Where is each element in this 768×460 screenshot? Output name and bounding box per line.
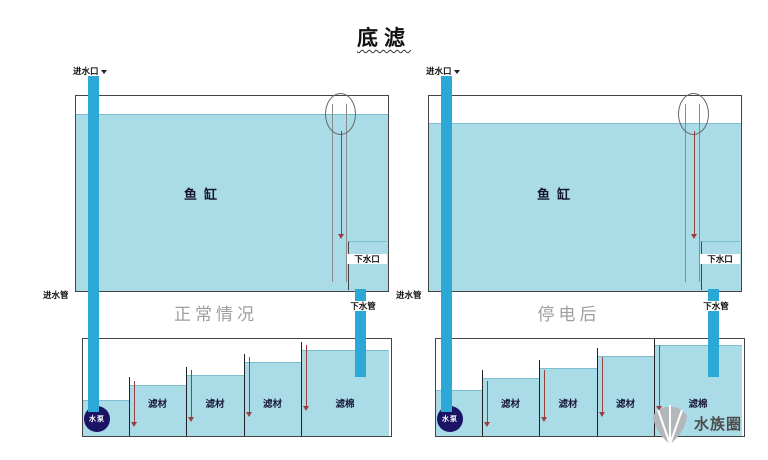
chamber-label: 滤材 xyxy=(500,399,520,410)
chamber-label: 滤材 xyxy=(262,399,282,410)
flow-arrow xyxy=(338,131,345,239)
inlet-pipe xyxy=(441,74,452,412)
tank-water xyxy=(429,123,741,291)
inlet-pipe-label: 进水管 xyxy=(396,290,422,300)
chamber-label: 滤材 xyxy=(205,399,225,410)
watermark: 水族圈 xyxy=(648,398,742,448)
fish-tank: 下水口 鱼缸 xyxy=(75,93,389,292)
flow-arrow xyxy=(691,131,698,239)
drain-port-label: 下水口 xyxy=(347,254,387,264)
flow-arrow xyxy=(131,381,138,427)
drain-pipe-label: 下水管 xyxy=(694,301,738,311)
flow-arrow xyxy=(188,370,195,422)
chamber-label: 滤材 xyxy=(615,399,635,410)
chamber-label: 滤棉 xyxy=(688,399,708,410)
diagram-power-off: 进水口 下水口 鱼缸 进水管 下水管 停电后 xyxy=(393,60,745,440)
page-title: 底滤 xyxy=(357,27,411,50)
drain-port-label: 下水口 xyxy=(700,254,740,264)
drain-pipe xyxy=(355,289,366,377)
overflow-ellipse xyxy=(678,93,709,135)
inlet-port-label: 进水口 xyxy=(426,66,460,76)
sump-baffle xyxy=(654,339,655,436)
pump-label: 水泵 xyxy=(89,416,105,423)
overflow-chamber xyxy=(701,241,740,290)
overflow-pipe-line xyxy=(699,104,700,282)
sump-filter: 滤材 滤材 滤材 滤棉 水泵 xyxy=(435,338,745,437)
pump-label: 水泵 xyxy=(442,416,458,423)
sump-baffle xyxy=(301,342,302,436)
sump-filter: 滤材 滤材 滤材 滤棉 水泵 xyxy=(82,338,392,437)
inlet-pipe xyxy=(88,74,99,412)
sump-water-level xyxy=(301,350,389,436)
chamber-label: 滤材 xyxy=(147,399,167,410)
sump-water-level xyxy=(539,368,597,436)
sump-water-level xyxy=(129,385,186,436)
flow-arrow xyxy=(541,370,548,422)
scenario-caption: 正常情况 xyxy=(174,305,258,324)
inlet-port-label: 进水口 xyxy=(73,66,107,76)
drain-pipe-label: 下水管 xyxy=(341,301,385,311)
chamber-label: 滤材 xyxy=(558,399,578,410)
sump-water-level xyxy=(482,378,539,436)
tank-label: 鱼缸 xyxy=(536,187,577,202)
sump-water-level xyxy=(186,375,244,436)
sump-baffle xyxy=(129,377,130,436)
flow-arrow xyxy=(484,381,491,427)
fish-tank: 下水口 鱼缸 xyxy=(428,93,742,292)
sump-baffle xyxy=(539,360,540,436)
flow-arrow xyxy=(656,345,663,411)
inlet-pipe-label: 进水管 xyxy=(43,290,69,300)
overflow-ellipse xyxy=(325,93,356,135)
watermark-text: 水族圈 xyxy=(694,415,743,433)
flow-arrow xyxy=(599,357,606,417)
diagram-normal-operation: 进水口 下水口 鱼缸 进水管 下水管 正常情况 xyxy=(40,60,392,440)
overflow-pipe-line xyxy=(685,104,686,282)
sump-water-level xyxy=(597,356,654,436)
tank-water xyxy=(76,114,388,291)
drain-pipe xyxy=(708,289,719,377)
overflow-pipe-line xyxy=(346,104,347,282)
sump-baffle xyxy=(482,370,483,436)
tank-label: 鱼缸 xyxy=(183,187,224,202)
fan-shell-icon xyxy=(653,405,687,445)
overflow-pipe-line xyxy=(332,104,333,282)
sump-water-level xyxy=(244,362,301,436)
sump-baffle xyxy=(186,367,187,436)
scenario-caption: 停电后 xyxy=(537,305,601,324)
sump-baffle xyxy=(244,354,245,436)
overflow-chamber xyxy=(348,241,387,290)
sump-baffle xyxy=(597,348,598,436)
flow-arrow xyxy=(246,357,253,417)
chamber-label: 滤棉 xyxy=(335,399,355,410)
flow-arrow xyxy=(303,345,310,411)
